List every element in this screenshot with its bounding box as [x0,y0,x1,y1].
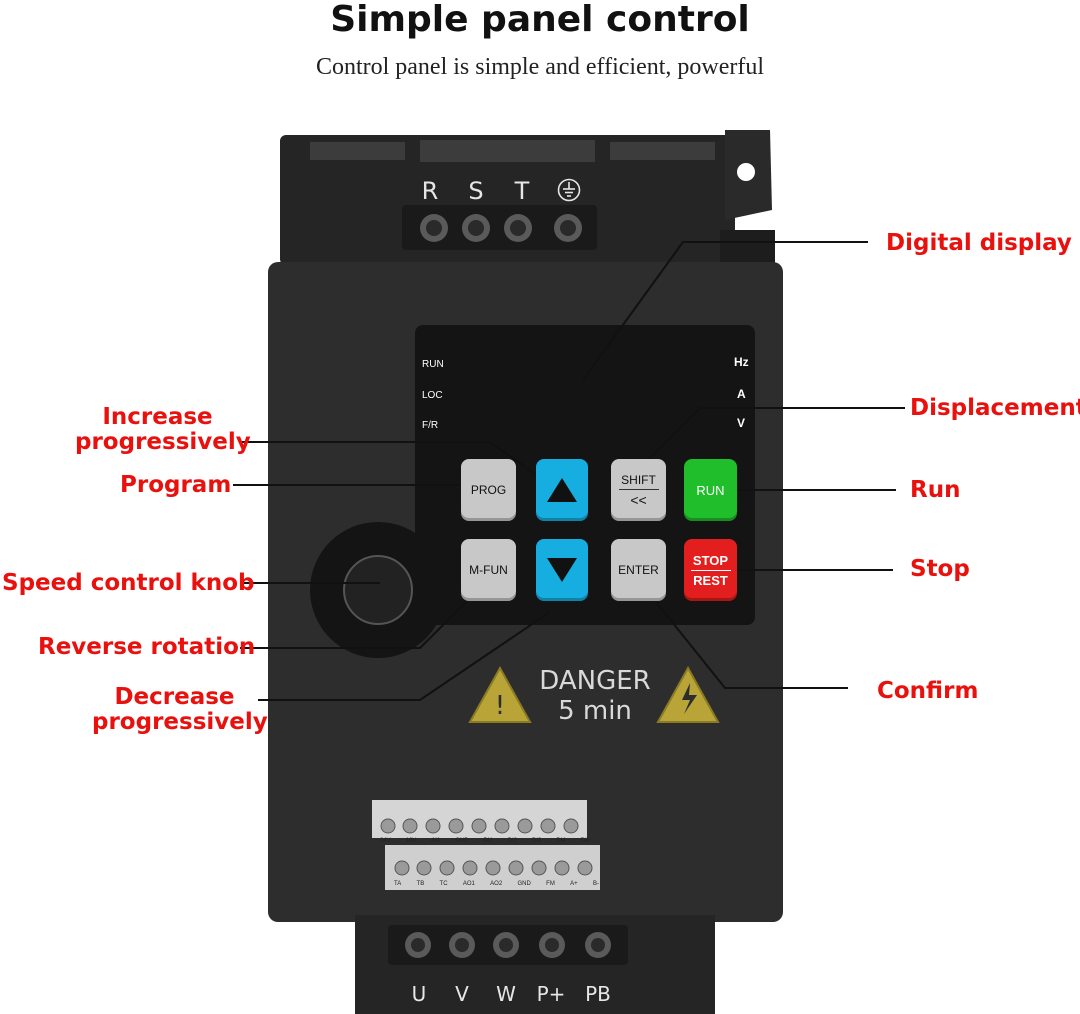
high-voltage-icon [656,665,720,723]
callout-stop: Stop [910,556,970,582]
terminal-label-pb: PB [585,982,611,1006]
tb-label: AO1 [462,881,475,887]
output-terminal-screws [405,932,611,958]
tb-label: 24V [380,838,391,844]
mfun-button[interactable]: M-FUN [461,539,516,601]
tb-label: 10V [405,838,417,844]
prog-button[interactable]: PROG [461,459,516,521]
page-title: Simple panel control [330,0,750,40]
control-terminal-screws [380,818,593,876]
run-button-label: RUN [696,482,725,498]
prog-button-label: PROG [470,483,507,497]
danger-line1: DANGER [539,666,651,696]
tb-label: DI3 [532,838,542,844]
terminal-label-w: W [496,982,516,1006]
callout-confirm: Confirm [877,678,979,704]
leader-lines [233,241,905,701]
increase-button[interactable] [536,459,588,521]
svg-text:!: ! [495,691,505,721]
led-label-run: RUN [422,359,444,370]
page-subtitle: Control panel is simple and efficient, p… [315,54,765,80]
callout-displacement: Displacement [910,395,1080,421]
top-housing [280,135,735,265]
run-button[interactable]: RUN [684,459,737,521]
unit-label-a: A [737,387,746,401]
shift-button-label: SHIFT [621,472,656,487]
callout-speed-knob: Speed control knob [2,570,255,596]
callout-run: Run [910,477,961,503]
stop-button-label: STOP [692,552,729,568]
callout-decrease-line2: progressively [92,709,268,735]
tb-label: A+ [570,881,578,887]
tb-label: DI1 [483,838,493,844]
tb-label: TC [439,881,448,887]
tb-label: TB [416,881,425,887]
enter-button-label: ENTER [618,563,659,577]
shift-button[interactable]: SHIFT << [611,459,666,521]
terminal-label-r: R [421,177,439,205]
danger-warning: DANGER 5 min [520,666,670,726]
callout-reverse-rotation: Reverse rotation [38,634,256,660]
callout-decrease: Decrease progressively [92,684,268,735]
tb-label: TA [394,881,402,887]
stop-reset-button[interactable]: STOP REST [684,539,737,601]
control-terminal-labels-top: 24V 10V AI1 GND DI1 DI2 DI3 DI4 DI5 [380,838,590,844]
top-vents [310,140,715,162]
tb-label: B- [592,881,599,887]
led-label-loc: LOC [422,390,443,401]
stop-divider [690,569,731,571]
callout-digital-display: Digital display [886,230,1072,256]
shift-button-arrows: << [630,491,647,508]
tb-label: DI4 [556,838,566,844]
warning-icon: ! [468,665,532,723]
enter-button[interactable]: ENTER [611,539,666,601]
terminal-label-u: U [411,982,427,1006]
callout-decrease-line1: Decrease [114,684,235,710]
tb-label: AI1 [431,838,441,844]
unit-label-v: V [737,416,746,430]
callout-increase-line2: progressively [75,429,251,455]
tb-label: GND [517,881,531,887]
terminal-label-t: T [514,177,530,205]
danger-line2: 5 min [558,696,632,726]
input-terminal-screws [402,205,597,250]
tb-label: GND [455,838,469,844]
tb-label: FM [546,881,555,887]
shift-divider [618,488,659,490]
terminal-label-v: V [455,982,469,1006]
led-label-fr: F/R [422,420,439,431]
callout-program: Program [120,472,232,498]
terminal-label-s: S [468,177,484,205]
speed-knob[interactable] [343,555,413,625]
tb-label: DI2 [507,838,518,844]
tb-label: AO2 [490,881,503,887]
reset-button-label: REST [693,572,728,588]
mfun-button-label: M-FUN [469,563,508,577]
arrow-down-icon [547,558,577,582]
callout-increase-line1: Increase [102,404,213,430]
tb-label: DI5 [580,838,590,844]
control-terminal-labels-bottom: TA TB TC AO1 AO2 GND FM A+ B- [394,881,599,887]
terminal-label-p-plus: P+ [536,982,566,1006]
arrow-up-icon [547,478,577,502]
unit-label-hz: Hz [734,355,749,369]
callout-increase: Increase progressively [75,404,251,455]
ground-icon [557,178,581,202]
mounting-hole [737,163,755,181]
decrease-button[interactable] [536,539,588,601]
